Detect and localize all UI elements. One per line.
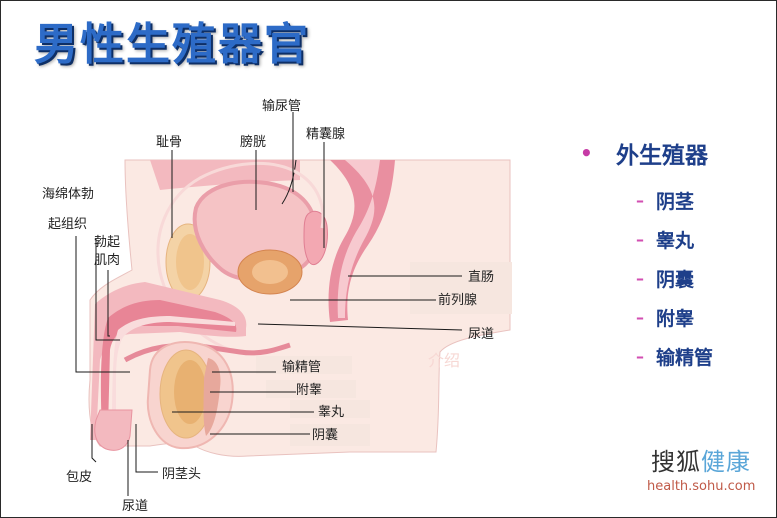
logo-main-text: 搜狐 xyxy=(651,448,701,476)
label-prostate: 前列腺 xyxy=(438,292,477,308)
testis-inner xyxy=(174,360,206,424)
abdominal-band xyxy=(150,160,300,190)
legend-item-text: 阴囊 xyxy=(656,269,695,291)
dash-icon: – xyxy=(636,191,644,210)
label-ureter: 输尿管 xyxy=(262,98,301,114)
page-title: 男性生殖器官 xyxy=(34,19,310,70)
legend-item-text: 输精管 xyxy=(656,347,714,369)
label-panel xyxy=(290,400,370,418)
penis-corpus xyxy=(100,300,237,430)
dash-icon: – xyxy=(636,308,644,327)
leader-glans xyxy=(135,424,158,473)
legend-heading-text: 外生殖器 xyxy=(616,143,708,169)
bullet-icon: • xyxy=(580,141,593,165)
label-panel xyxy=(256,356,352,374)
leader-corpus xyxy=(75,236,130,373)
pubic-bone-inner xyxy=(176,234,204,290)
legend-item: – 输精管 xyxy=(636,337,713,376)
label-erectile-tissue: 起组织 xyxy=(48,217,87,232)
label-urethra-inner: 尿道 xyxy=(468,327,494,342)
label-epididymis: 附睾 xyxy=(296,382,322,398)
label-rectum: 直肠 xyxy=(468,270,494,285)
legend-list: • 外生殖器 – 阴茎 – 睾丸 – 阴囊 – 附睾 – 输精管 xyxy=(580,136,713,376)
legend-item-text: 附睾 xyxy=(656,308,695,330)
label-erector-muscle-2: 肌肉 xyxy=(94,253,120,268)
legend-heading: • 外生殖器 xyxy=(580,136,713,170)
label-panel xyxy=(266,380,356,398)
label-testis: 睾丸 xyxy=(318,404,344,420)
prostate-core xyxy=(252,260,288,284)
leader-erectile xyxy=(95,238,120,341)
dash-icon: – xyxy=(636,269,644,288)
legend-item: – 阴茎 xyxy=(636,181,713,220)
label-scrotum: 阴囊 xyxy=(312,427,338,443)
label-corpus-cavernosum: 海绵体勃 xyxy=(42,187,94,202)
legend-item-text: 睾丸 xyxy=(656,230,695,252)
logo-accent-text: 健康 xyxy=(701,448,751,476)
watermark: 介绍 xyxy=(428,351,460,370)
ureter xyxy=(281,159,297,205)
legend-item: – 睾丸 xyxy=(636,220,713,259)
label-bladder: 膀胱 xyxy=(240,134,266,150)
label-seminal-vesicle: 精囊腺 xyxy=(306,126,345,142)
label-foreskin: 包皮 xyxy=(66,470,92,485)
label-erector-muscle-1: 勃起 xyxy=(94,235,120,250)
legend-item-text: 阴茎 xyxy=(656,191,695,213)
legend-item: – 附睾 xyxy=(636,298,713,337)
label-vas-deferens: 输精管 xyxy=(282,359,321,375)
rectum-lumen xyxy=(337,160,380,318)
dash-icon: – xyxy=(636,230,644,249)
leader-urethra-inner xyxy=(257,323,463,331)
dash-icon: – xyxy=(636,347,644,366)
leader-erector xyxy=(107,270,110,337)
leader-foreskin xyxy=(91,424,97,463)
label-panel xyxy=(290,424,370,446)
legend-item: – 阴囊 xyxy=(636,259,713,298)
label-urethra-outer: 尿道 xyxy=(122,499,148,514)
epididymis xyxy=(203,358,221,436)
penile-urethra xyxy=(112,316,235,432)
foreskin xyxy=(94,409,133,451)
label-panel xyxy=(410,262,512,314)
site-url: health.sohu.com xyxy=(647,479,756,494)
label-pubis: 耻骨 xyxy=(156,135,182,150)
sohu-health-logo: 搜狐健康 xyxy=(651,442,751,477)
label-glans: 阴茎头 xyxy=(162,467,201,482)
